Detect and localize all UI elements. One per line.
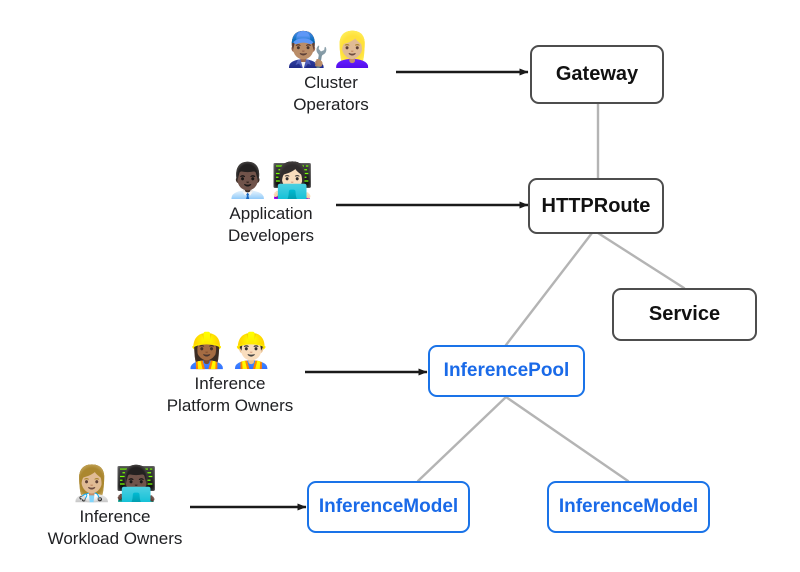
- persona-inference-platform-owners: 👷🏾‍♀️👷🏻‍♂️ Inference Platform Owners: [120, 331, 340, 417]
- persona-cluster-operators: 👨🏽‍🔧👱🏼‍♀️ Cluster Operators: [221, 30, 441, 116]
- cluster-operators-label-line1: Cluster: [304, 73, 358, 92]
- application-developers-label-line1: Application: [229, 204, 313, 223]
- cluster-operators-label-line2: Operators: [293, 95, 369, 114]
- node-inferencemodel-right[interactable]: InferenceModel: [547, 481, 710, 533]
- inference-platform-owners-label-line1: Inference: [194, 374, 266, 393]
- application-developers-avatars: 👨🏿‍💼👩🏻‍💻: [226, 162, 316, 200]
- node-inferencepool[interactable]: InferencePool: [428, 345, 585, 397]
- inference-workload-owners-label-line2: Workload Owners: [47, 529, 183, 548]
- application-developers-label-line2: Developers: [228, 226, 314, 245]
- edge-inferencepool-model-right: [504, 395, 630, 483]
- node-inferencemodel-left[interactable]: InferenceModel: [307, 481, 470, 533]
- application-developers-label: Application Developers: [228, 203, 314, 247]
- inference-workload-owners-label-line1: Inference: [79, 507, 151, 526]
- inference-platform-owners-avatars: 👷🏾‍♀️👷🏻‍♂️: [185, 332, 275, 370]
- node-service[interactable]: Service: [612, 288, 757, 341]
- persona-application-developers: 👨🏿‍💼👩🏻‍💻 Application Developers: [161, 161, 381, 247]
- cluster-operators-label: Cluster Operators: [293, 72, 369, 116]
- node-gateway[interactable]: Gateway: [530, 45, 664, 104]
- inference-platform-owners-label-line2: Platform Owners: [166, 396, 294, 415]
- persona-inference-workload-owners: 👩🏼‍⚕️👨🏿‍💻 Inference Workload Owners: [5, 464, 225, 550]
- edge-httproute-inferencepool: [504, 231, 594, 347]
- inference-platform-owners-label: Inference Platform Owners: [167, 373, 294, 417]
- inference-workload-owners-avatars: 👩🏼‍⚕️👨🏿‍💻: [70, 465, 160, 503]
- edge-httproute-service: [596, 231, 686, 290]
- node-httproute[interactable]: HTTPRoute: [528, 178, 664, 234]
- cluster-operators-avatars: 👨🏽‍🔧👱🏼‍♀️: [286, 31, 376, 69]
- inference-workload-owners-label: Inference Workload Owners: [48, 506, 183, 550]
- edge-inferencepool-model-left: [416, 395, 508, 483]
